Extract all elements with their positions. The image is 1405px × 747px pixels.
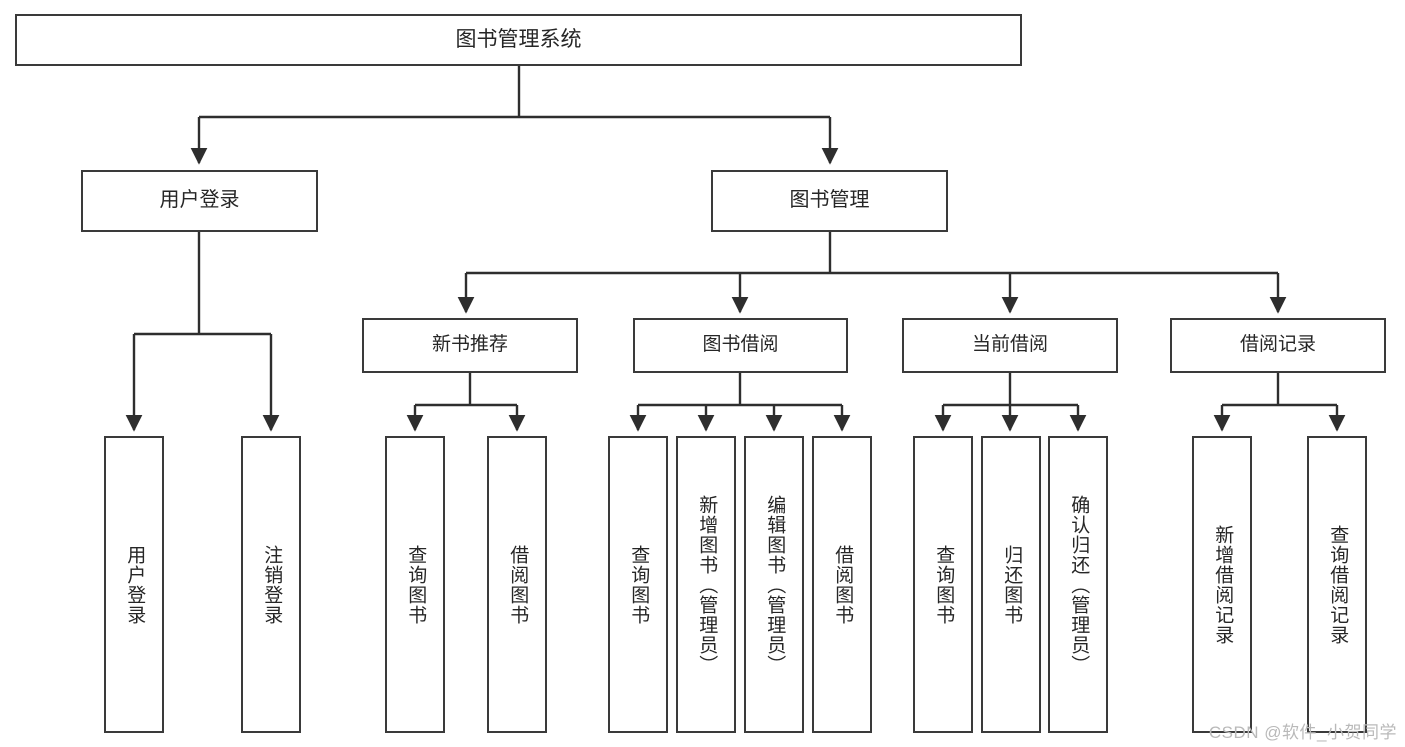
node-book-manage[interactable]: 图书管理 [711, 170, 948, 232]
edge-book-manage-to-level2 [457, 232, 1287, 314]
node-book-borrow[interactable]: 图书借阅 [633, 318, 848, 373]
edge-book-borrow-to-leaves [629, 373, 851, 432]
leaf-add-book-admin[interactable]: 新增图书（管理员） [676, 436, 736, 733]
node-book-borrow-label: 图书借阅 [702, 334, 779, 356]
leaf-query-borrow-record[interactable]: 查询借阅记录 [1307, 436, 1367, 733]
node-root[interactable]: 图书管理系统 [15, 14, 1022, 66]
leaf-query-book-1[interactable]: 查询图书 [385, 436, 445, 733]
node-current-borrow-label: 当前借阅 [971, 334, 1048, 356]
node-user-login[interactable]: 用户登录 [81, 170, 318, 232]
leaf-user-logout-label: 注销登录 [261, 544, 283, 625]
node-new-book-recommend[interactable]: 新书推荐 [362, 318, 578, 373]
node-new-book-recommend-label: 新书推荐 [431, 334, 508, 356]
watermark: CSDN @软件_小贺同学 [1208, 723, 1397, 742]
leaf-query-book-3[interactable]: 查询图书 [913, 436, 973, 733]
leaf-query-book-1-label: 查询图书 [405, 544, 427, 625]
leaf-add-borrow-record[interactable]: 新增借阅记录 [1192, 436, 1252, 733]
leaf-user-login[interactable]: 用户登录 [104, 436, 164, 733]
leaf-query-book-3-label: 查询图书 [933, 544, 955, 625]
leaf-borrow-book-2-label: 借阅图书 [832, 544, 854, 625]
leaf-edit-book-admin[interactable]: 编辑图书（管理员） [744, 436, 804, 733]
edge-root-to-level1 [190, 66, 839, 165]
leaf-borrow-book-1-label: 借阅图书 [507, 544, 529, 625]
leaf-return-book[interactable]: 归还图书 [981, 436, 1041, 733]
leaf-borrow-book-1[interactable]: 借阅图书 [487, 436, 547, 733]
leaf-add-book-admin-label: 新增图书（管理员） [696, 494, 718, 675]
leaf-add-borrow-record-label: 新增借阅记录 [1212, 524, 1234, 645]
leaf-return-book-label: 归还图书 [1001, 544, 1023, 625]
node-borrow-record[interactable]: 借阅记录 [1170, 318, 1386, 373]
node-user-login-label: 用户登录 [159, 189, 240, 212]
leaf-query-book-2[interactable]: 查询图书 [608, 436, 668, 733]
edge-user-login-to-leaves [125, 232, 280, 432]
edge-current-borrow-to-leaves [934, 373, 1087, 432]
node-borrow-record-label: 借阅记录 [1239, 334, 1316, 356]
node-book-manage-label: 图书管理 [789, 189, 870, 212]
edge-new-book-recommend-to-leaves [406, 373, 526, 432]
edge-borrow-record-to-leaves [1213, 373, 1346, 432]
leaf-edit-book-admin-label: 编辑图书（管理员） [764, 494, 786, 675]
leaf-confirm-return-admin[interactable]: 确认归还（管理员） [1048, 436, 1108, 733]
leaf-user-logout[interactable]: 注销登录 [241, 436, 301, 733]
leaf-user-login-label: 用户登录 [124, 544, 146, 625]
leaf-query-borrow-record-label: 查询借阅记录 [1327, 524, 1349, 645]
leaf-borrow-book-2[interactable]: 借阅图书 [812, 436, 872, 733]
leaf-confirm-return-admin-label: 确认归还（管理员） [1068, 494, 1090, 675]
leaf-query-book-2-label: 查询图书 [628, 544, 650, 625]
node-root-label: 图书管理系统 [455, 27, 582, 51]
node-current-borrow[interactable]: 当前借阅 [902, 318, 1118, 373]
